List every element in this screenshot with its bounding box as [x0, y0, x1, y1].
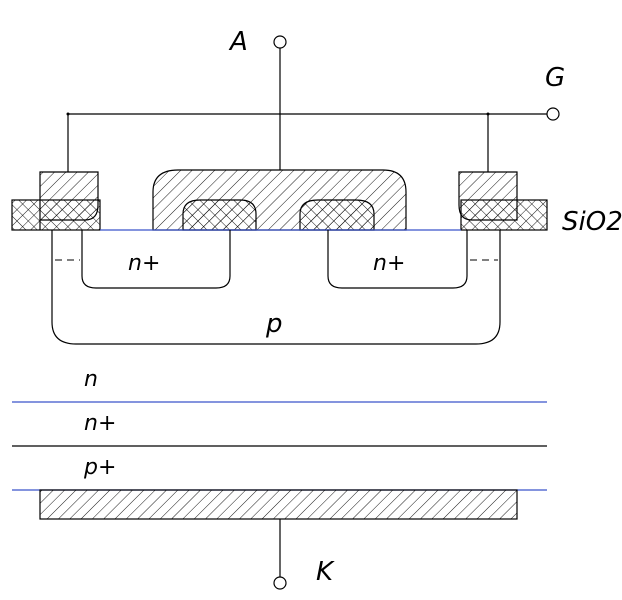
n-plus-buffer-label: n+ [84, 411, 116, 436]
n-plus-region-left [81, 230, 231, 289]
n-plus-right-label: n+ [373, 251, 405, 276]
p-well-label: p [265, 309, 283, 339]
oxide-label: SiO2 [562, 207, 622, 237]
oxide-island-right [299, 199, 375, 231]
p-plus-substrate-label: p+ [83, 455, 116, 480]
gate-electrode-left [39, 171, 99, 230]
n-plus-region-right [327, 230, 468, 289]
anode-terminal-circle [273, 35, 287, 49]
cathode-label: K [316, 557, 335, 587]
gate-electrode-right [458, 171, 518, 221]
cathode-terminal-circle [273, 576, 287, 590]
gate-terminal-circle [546, 107, 560, 121]
n-drift-label: n [84, 367, 98, 392]
p-well-region [51, 230, 501, 345]
oxide-island-left [182, 199, 257, 231]
anode-label: A [228, 27, 248, 57]
n-plus-left-label: n+ [128, 251, 160, 276]
gate-label: G [545, 63, 565, 93]
cathode-metal-contact [39, 489, 518, 520]
